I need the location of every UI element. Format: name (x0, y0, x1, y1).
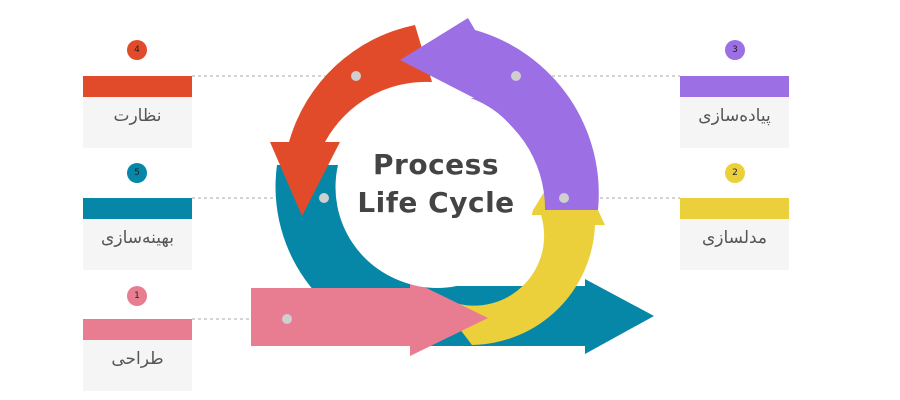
cycle-center (339, 92, 535, 288)
step-2-bar (680, 198, 789, 219)
step-5-badge: 5 (127, 163, 147, 183)
cycle-arrow-1 (251, 280, 488, 356)
step-4-label: نظارت (113, 106, 162, 126)
step-2-label: مدلسازی (701, 228, 768, 248)
step-3-bar (680, 76, 789, 97)
cycle-arrow-4 (270, 25, 432, 216)
diagram-title-line-1: Process (373, 148, 499, 181)
connector-dot-5 (319, 193, 329, 203)
step-1-bar (83, 319, 192, 340)
step-5-bar (83, 198, 192, 219)
connector-dot-2 (559, 193, 569, 203)
step-3-card: پیاده‌سازی (680, 76, 789, 148)
connector-dot-3 (511, 71, 521, 81)
step-4-bar (83, 76, 192, 97)
step-1-card: طراحی (83, 319, 192, 391)
step-3-label: پیاده‌سازی (698, 106, 771, 126)
step-5-card: بهینه‌سازی (83, 198, 192, 270)
step-2-card: مدلسازی (680, 198, 789, 270)
step-1-badge: 1 (127, 286, 147, 306)
cycle-arrow-3 (400, 18, 599, 210)
step-1-label: طراحی (111, 349, 164, 369)
diagram-title-line-2: Life Cycle (357, 186, 515, 219)
step-2-badge: 2 (725, 163, 745, 183)
step-4-card: نظارت (83, 76, 192, 148)
step-4-badge: 4 (127, 40, 147, 60)
connector-dot-1 (282, 314, 292, 324)
step-5-label: بهینه‌سازی (101, 228, 174, 248)
step-3-badge: 3 (725, 40, 745, 60)
connector-dot-4 (351, 71, 361, 81)
